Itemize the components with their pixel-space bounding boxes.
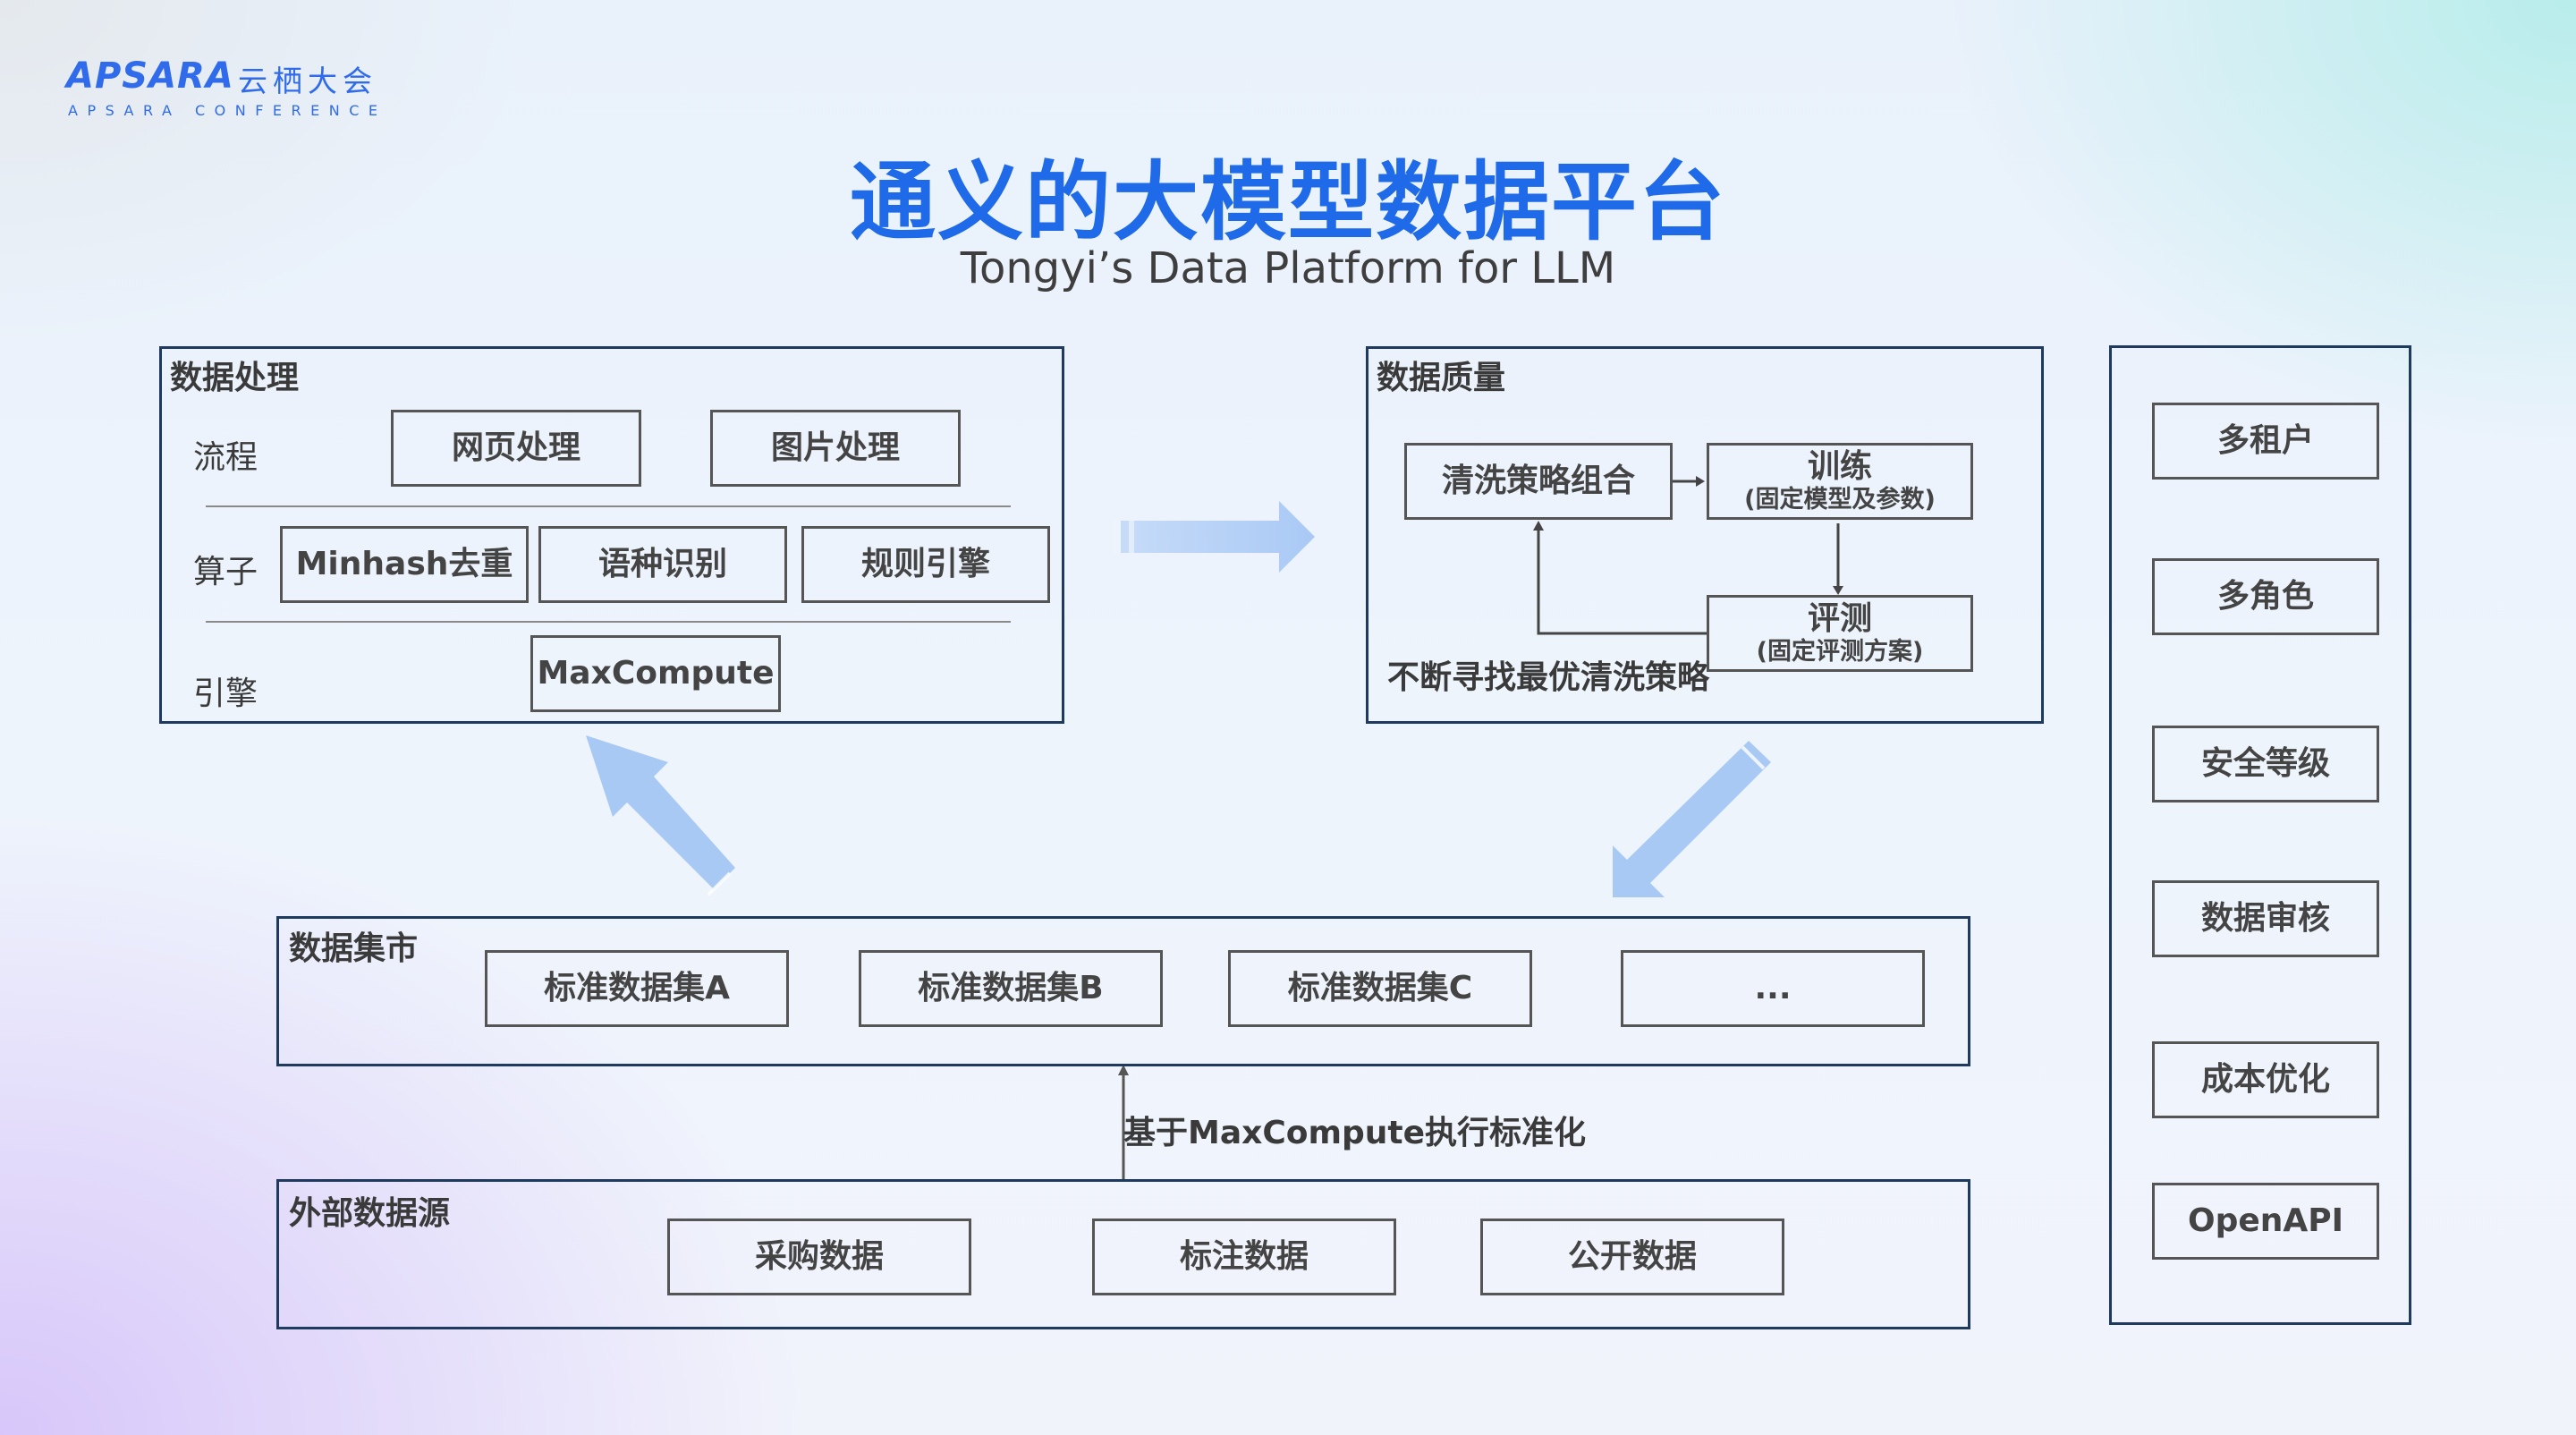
apsara-logo: APSARA	[66, 55, 234, 97]
arrow-right-icon	[1114, 501, 1315, 573]
dataset-a-box: 标准数据集A	[485, 950, 789, 1027]
quality-flow-icons	[1533, 476, 1843, 635]
openapi-box: OpenAPI	[2152, 1183, 2379, 1260]
minhash-dedup-box: Minhash去重	[280, 526, 529, 603]
data-processing-label: 数据处理	[170, 360, 300, 396]
arrow-down-left-icon	[1613, 741, 1771, 897]
multi-role-box: 多角色	[2152, 558, 2379, 635]
maxcompute-box: MaxCompute	[530, 635, 781, 712]
external-sources-panel	[276, 1179, 1970, 1329]
apsara-logo-sub: APSARA CONFERENCE	[68, 102, 387, 119]
data-quality-panel	[1366, 346, 2044, 724]
training-sub: (固定模型及参数)	[1744, 485, 1936, 514]
data-quality-label: 数据质量	[1377, 360, 1506, 396]
annotated-data-box: 标注数据	[1092, 1218, 1396, 1295]
evaluation-box: 评测 (固定评测方案)	[1707, 595, 1973, 672]
rule-engine-box: 规则引擎	[801, 526, 1050, 603]
arrow-up-left-icon	[586, 735, 735, 896]
external-sources-label: 外部数据源	[289, 1195, 451, 1232]
dataset-c-box: 标准数据集C	[1228, 950, 1532, 1027]
row-label-engine: 引擎	[193, 675, 258, 712]
cleaning-strategy-box: 清洗策略组合	[1404, 443, 1673, 520]
evaluation-title: 评测	[1807, 600, 1872, 638]
loop-note: 不断寻找最优清洗策略	[1387, 659, 1710, 696]
data-review-box: 数据审核	[2152, 880, 2379, 957]
row-label-operator: 算子	[193, 554, 258, 590]
page-subtitle: Tongyi’s Data Platform for LLM	[960, 243, 1616, 293]
security-level-box: 安全等级	[2152, 726, 2379, 802]
row-divider	[206, 621, 1011, 623]
connector-note: 基于MaxCompute执行标准化	[1123, 1115, 1587, 1151]
page-title: 通义的大模型数据平台	[850, 152, 1726, 252]
row-divider	[206, 505, 1011, 507]
evaluation-sub: (固定评测方案)	[1756, 637, 1924, 666]
data-market-label: 数据集市	[289, 930, 419, 967]
apsara-logo-cn: 云栖大会	[238, 64, 377, 98]
data-market-panel	[276, 916, 1970, 1066]
capabilities-panel	[2109, 345, 2411, 1325]
language-id-box: 语种识别	[538, 526, 787, 603]
dataset-more-box: ...	[1621, 950, 1925, 1027]
image-processing-box: 图片处理	[710, 410, 961, 487]
purchased-data-box: 采购数据	[667, 1218, 971, 1295]
cost-optimization-box: 成本优化	[2152, 1041, 2379, 1118]
row-label-flow: 流程	[193, 439, 258, 476]
connector-arrow-icon	[1118, 1065, 1129, 1179]
training-title: 训练	[1807, 448, 1872, 486]
webpage-processing-box: 网页处理	[391, 410, 641, 487]
dataset-b-box: 标准数据集B	[859, 950, 1163, 1027]
multi-tenant-box: 多租户	[2152, 403, 2379, 480]
public-data-box: 公开数据	[1480, 1218, 1784, 1295]
data-processing-panel	[159, 346, 1064, 724]
training-box: 训练 (固定模型及参数)	[1707, 443, 1973, 520]
